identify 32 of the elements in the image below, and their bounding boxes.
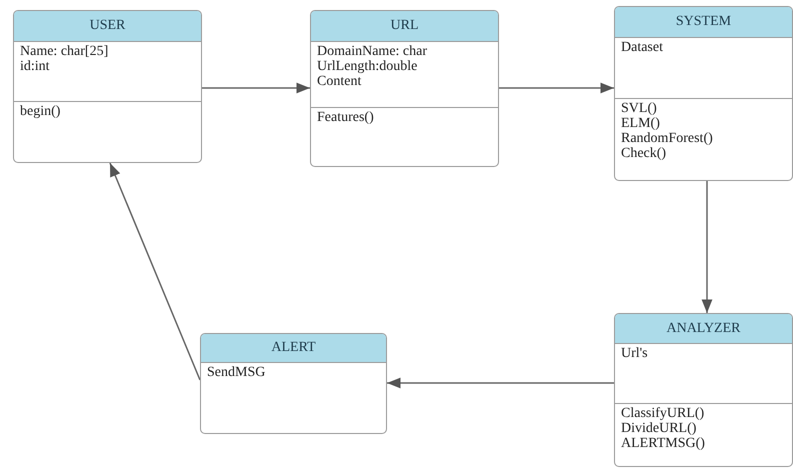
method-text: Check()	[621, 146, 666, 161]
arrow	[387, 378, 614, 388]
attribute-text: id:int	[20, 59, 50, 74]
attribute-text: Name: char[25]	[20, 44, 108, 59]
class-box	[13, 10, 202, 163]
method-text: Features()	[317, 110, 374, 125]
arrow	[109, 162, 201, 380]
attribute-text: SendMSG	[207, 365, 266, 380]
class-box	[310, 10, 499, 167]
method-text: DivideURL()	[621, 421, 696, 436]
method-text: ClassifyURL()	[621, 406, 704, 421]
method-text: SVL()	[621, 101, 657, 116]
class-name: ANALYZER	[666, 320, 741, 336]
attribute-text: Url's	[621, 346, 648, 361]
arrow	[499, 82, 614, 94]
method-text: begin()	[20, 104, 60, 119]
class-name: ALERT	[271, 340, 316, 356]
class-box	[614, 6, 793, 181]
class-box	[614, 313, 793, 467]
class-name: USER	[90, 18, 126, 34]
class-name: URL	[390, 18, 418, 34]
attribute-text: DomainName: char	[317, 44, 428, 59]
arrow	[702, 181, 712, 313]
attribute-text: Content	[317, 74, 362, 89]
method-text: ELM()	[621, 116, 660, 131]
class-name: SYSTEM	[676, 14, 732, 30]
arrow	[202, 82, 310, 94]
method-text: ALERTMSG()	[621, 436, 705, 451]
method-text: RandomForest()	[621, 131, 713, 146]
attribute-text: UrlLength:double	[317, 59, 418, 74]
class-box	[200, 333, 387, 434]
attribute-text: Dataset	[621, 40, 663, 55]
